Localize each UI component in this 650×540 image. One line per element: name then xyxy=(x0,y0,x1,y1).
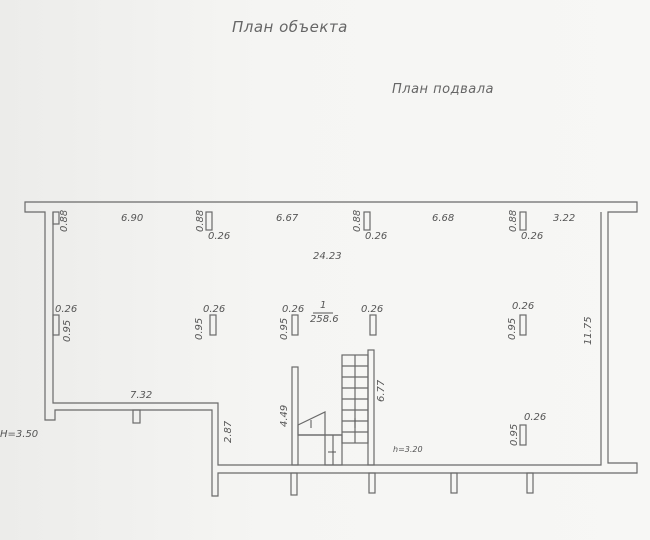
pier xyxy=(52,211,60,225)
pier xyxy=(368,472,376,494)
dim-top-segment-4: 3.22 xyxy=(553,213,576,224)
ceiling-height: h=3.20 xyxy=(393,445,423,454)
pier xyxy=(205,211,213,231)
dim-pier-width: 0.26 xyxy=(521,231,544,242)
dim-top-segment-2: 6.67 xyxy=(276,213,299,224)
pier xyxy=(526,472,534,494)
room-area: 258.6 xyxy=(310,314,339,325)
dim-column-width: 0.26 xyxy=(55,304,78,315)
pier xyxy=(519,211,527,231)
column xyxy=(52,314,60,336)
pier xyxy=(450,472,458,494)
dim-right-height: 11.75 xyxy=(583,316,594,345)
dim-stair-wall-left: 4.49 xyxy=(279,404,290,427)
dim-pier-width: 0.26 xyxy=(208,231,231,242)
dim-column-width: 0.26 xyxy=(361,304,384,315)
column xyxy=(291,314,299,336)
dim-top-segment-1: 6.90 xyxy=(121,213,144,224)
column xyxy=(209,314,217,336)
dim-left-recess-width: 7.32 xyxy=(130,390,153,401)
pier xyxy=(363,211,371,231)
outside-height: H=3.50 xyxy=(0,429,39,440)
dim-stair-wall-right: 6.77 xyxy=(376,379,387,402)
pier xyxy=(290,472,298,496)
stair-wall-left xyxy=(291,366,299,466)
dim-pier-width: 0.26 xyxy=(365,231,388,242)
dim-pier-depth: 0.88 xyxy=(195,209,206,232)
dim-top-segment-3: 6.68 xyxy=(432,213,455,224)
dim-column-width: 0.26 xyxy=(524,412,547,423)
dim-column-depth: 0.95 xyxy=(279,317,290,340)
dim-column-width: 0.26 xyxy=(203,304,226,315)
dim-left-recess-depth: 2.87 xyxy=(223,420,234,443)
stair-wall-right xyxy=(367,349,375,466)
column xyxy=(519,314,527,336)
dim-column-depth: 0.95 xyxy=(62,319,73,342)
column xyxy=(369,314,377,336)
dim-pier-depth: 0.88 xyxy=(508,209,519,232)
dim-column-depth: 0.95 xyxy=(507,317,518,340)
basement-plan-title: План подвала xyxy=(392,82,495,97)
dim-pier-depth: 0.88 xyxy=(59,209,70,232)
dim-column-width: 0.26 xyxy=(282,304,305,315)
dim-column-width: 0.26 xyxy=(512,301,535,312)
dim-pier-depth: 0.88 xyxy=(352,209,363,232)
dim-column-depth: 0.95 xyxy=(194,317,205,340)
column xyxy=(519,424,527,446)
inner-wall-outline xyxy=(52,212,602,466)
dim-column-depth: 0.95 xyxy=(509,423,520,446)
pier xyxy=(132,409,141,424)
room-number: 1 xyxy=(320,300,327,311)
top-wall xyxy=(24,201,638,497)
dim-total-length: 24.23 xyxy=(313,251,342,262)
object-plan-title: План объекта xyxy=(232,18,348,36)
